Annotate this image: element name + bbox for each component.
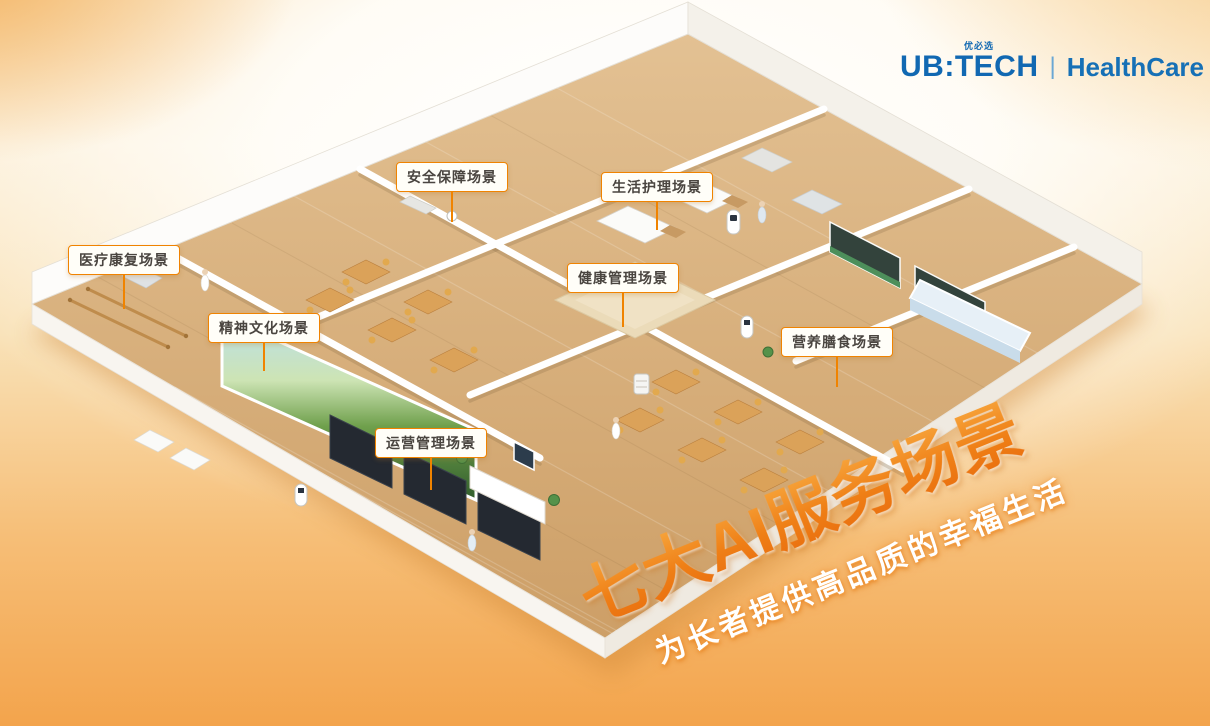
brand-logo: 优必选 UB:TECH | HealthCare	[900, 41, 1205, 84]
security-gate	[399, 195, 437, 215]
reception-desk	[469, 465, 546, 525]
leader-line-nutrition	[836, 357, 838, 387]
leader-line-culture	[263, 343, 265, 371]
lounge-chairs	[133, 429, 211, 471]
scene-label-health-management: 健康管理场景	[567, 263, 679, 327]
people-figures	[200, 201, 767, 552]
scene-label-culture: 精神文化场景	[208, 313, 320, 371]
leader-line-medical-rehab	[123, 275, 125, 309]
scene-label-life-care: 生活护理场景	[601, 172, 713, 230]
scene-label-medical-rehab-text: 医疗康复场景	[68, 245, 180, 275]
brand-ubtech: 优必选 UB:TECH	[900, 41, 1039, 84]
operation-screens	[329, 414, 541, 561]
care-equipment	[399, 147, 843, 222]
service-robots	[294, 209, 754, 507]
brand-divider: |	[1049, 53, 1056, 80]
reception-counter	[908, 278, 1032, 363]
scene-label-nutrition: 营养膳食场景	[781, 327, 893, 387]
scene-label-security: 安全保障场景	[396, 162, 508, 222]
floor-slab	[30, 33, 1143, 659]
perimeter-walls	[31, 1, 1143, 305]
scene-label-culture-text: 精神文化场景	[208, 313, 320, 343]
scene-label-health-management-text: 健康管理场景	[567, 263, 679, 293]
scene-label-life-care-text: 生活护理场景	[601, 172, 713, 202]
leader-line-security	[451, 192, 453, 222]
scene-label-nutrition-text: 营养膳食场景	[781, 327, 893, 357]
scene-label-security-text: 安全保障场景	[396, 162, 508, 192]
brand-healthcare-text: HealthCare	[1066, 51, 1205, 82]
scene-label-operations-text: 运营管理场景	[375, 428, 487, 458]
leader-line-life-care	[656, 202, 658, 230]
scene-label-operations: 运营管理场景	[375, 428, 487, 490]
leader-line-health-management	[622, 293, 624, 327]
leader-line-operations	[430, 458, 432, 490]
brand-chinese-text: 优必选	[964, 41, 995, 51]
scene-label-medical-rehab: 医疗康复场景	[68, 245, 180, 309]
culture-tables	[305, 258, 479, 374]
brand-ubtech-text: UB:TECH	[900, 50, 1039, 83]
entrance-screen	[513, 440, 535, 472]
